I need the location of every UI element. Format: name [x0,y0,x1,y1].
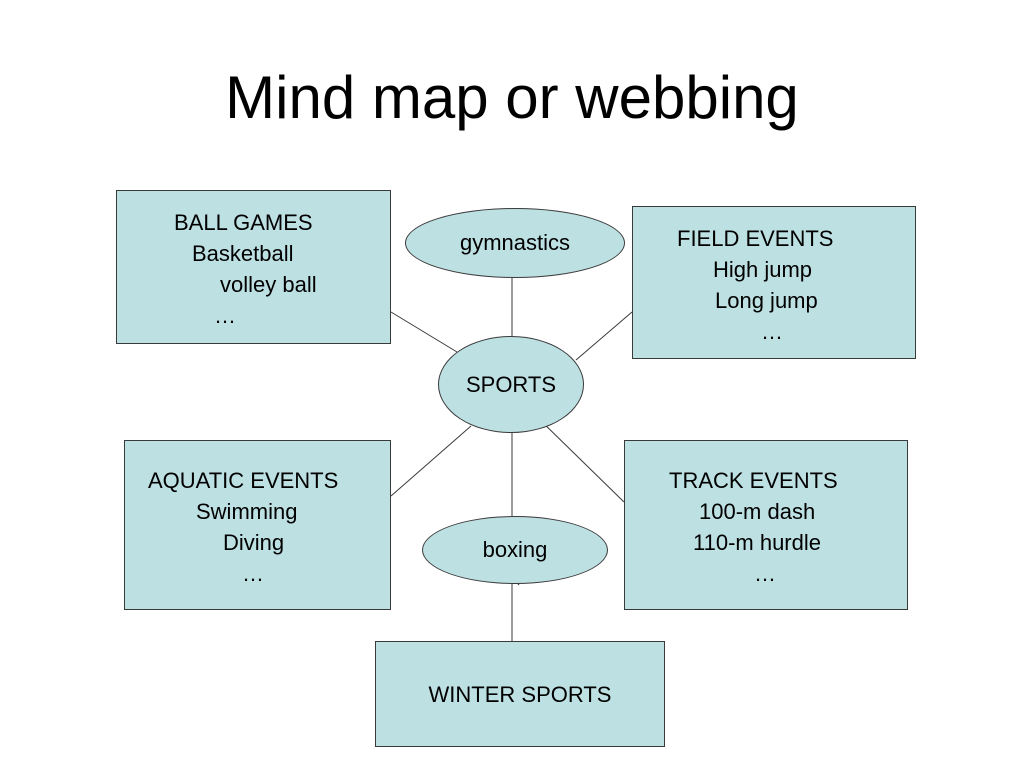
track-events-item: 100-m dash [699,499,816,524]
connector-aquatic-events [390,425,472,497]
sports-center-node: SPORTS [438,336,584,433]
aquatic-events-box: AQUATIC EVENTS Swimming Diving … [124,440,391,610]
aquatic-events-heading: AQUATIC EVENTS [148,468,339,493]
boxing-node: boxing [422,516,608,584]
ball-games-heading: BALL GAMES [174,210,313,235]
track-events-heading: TRACK EVENTS [669,468,838,493]
track-events-box: TRACK EVENTS 100-m dash 110-m hurdle … [624,440,908,610]
sports-label: SPORTS [465,371,557,397]
track-events-item: 110-m hurdle [693,530,821,555]
connector-track-events [535,415,625,503]
gymnastics-label: gymnastics [459,230,571,255]
winter-sports-label: WINTER SPORTS [428,681,612,707]
aquatic-events-item: Swimming [196,499,298,524]
ball-games-item: Basketball [192,241,294,266]
track-events-ellipsis: … [754,561,776,586]
field-events-box: FIELD EVENTS High jump Long jump … [632,206,916,359]
slide-title: Mind map or webbing [225,64,799,131]
field-events-item: Long jump [715,288,818,313]
connector-ball-games [390,311,458,353]
ball-games-ellipsis: … [214,303,236,328]
gymnastics-node: gymnastics [405,208,625,278]
connector-field-events [575,311,633,361]
ball-games-item: volley ball [220,272,317,297]
winter-sports-box: WINTER SPORTS [375,641,665,747]
field-events-heading: FIELD EVENTS [677,226,834,251]
ball-games-box: BALL GAMES Basketball volley ball … [116,190,391,344]
field-events-ellipsis: … [761,319,783,344]
aquatic-events-item: Diving [223,530,285,555]
boxing-label: boxing [482,537,548,562]
aquatic-events-ellipsis: … [242,561,264,586]
field-events-item: High jump [713,257,813,282]
